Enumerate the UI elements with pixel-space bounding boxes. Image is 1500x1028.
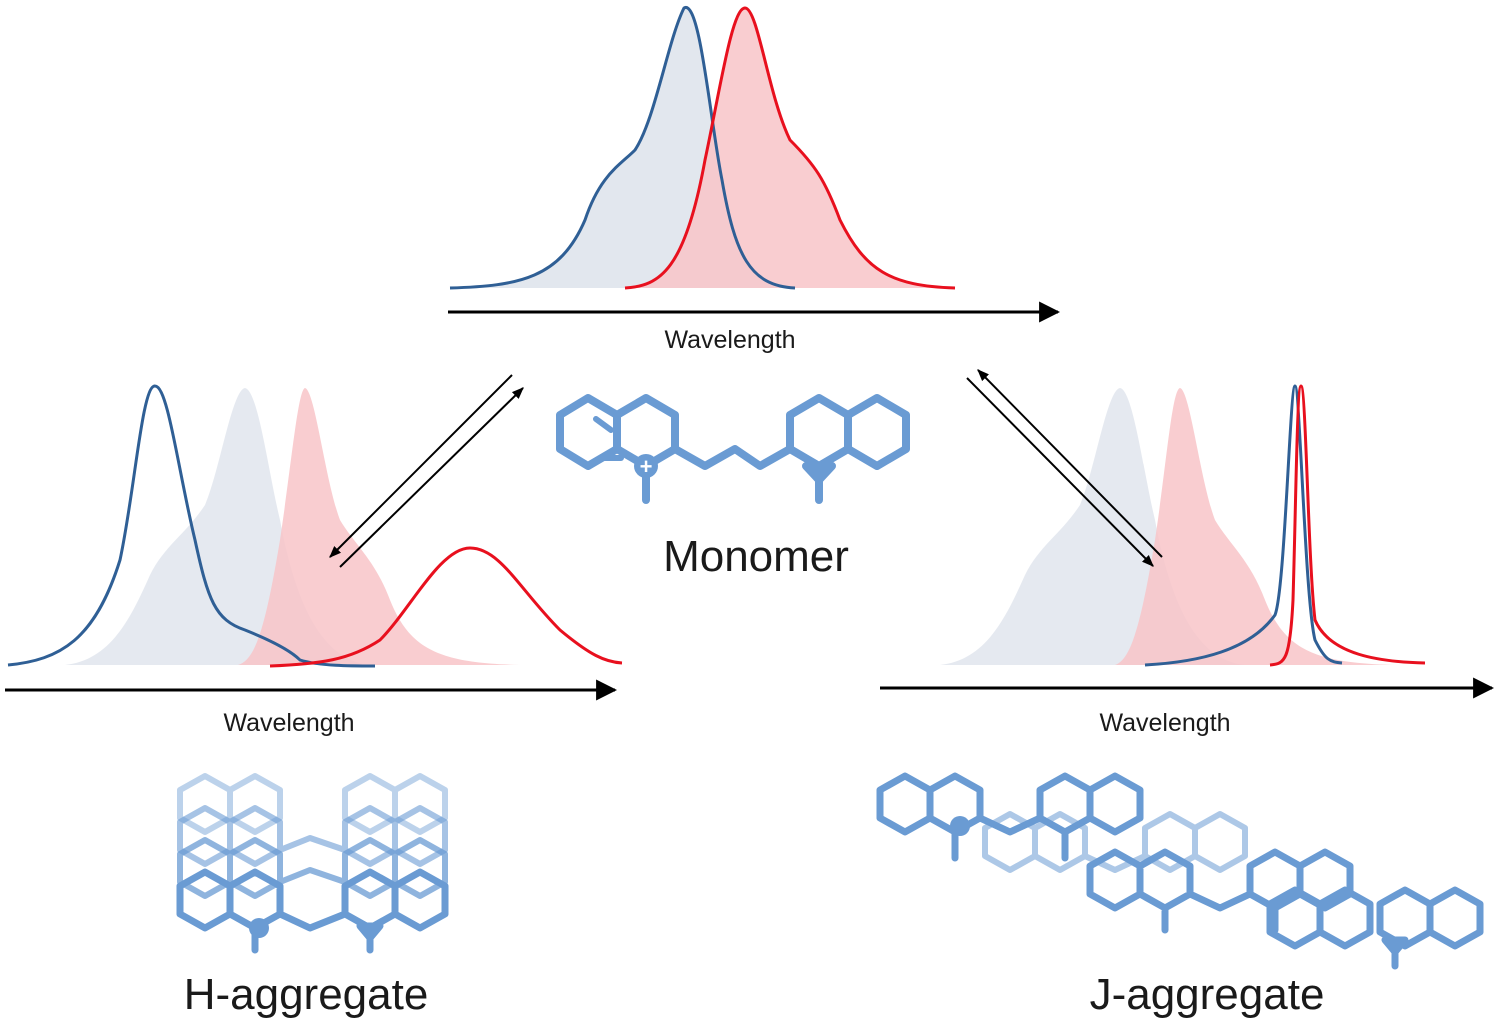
j-aggregate-spectra — [880, 384, 1495, 699]
arrow-from-h-aggregate — [339, 387, 524, 568]
arrow-to-h-aggregate — [329, 374, 513, 558]
h-aggregate-label: H-aggregate — [183, 970, 429, 1019]
arrow-from-j-aggregate — [977, 369, 1163, 558]
monomer-axis-label: Wavelength — [664, 326, 796, 354]
monomer-label: Monomer — [663, 532, 849, 581]
charge-symbol: + — [640, 454, 653, 479]
j-monomer-emission-ghost — [1115, 388, 1395, 665]
j-molecule-3 — [1086, 848, 1354, 934]
j-molecule-1 — [876, 772, 1144, 862]
ring-c — [786, 394, 852, 470]
h-aggregate-spectra — [5, 384, 623, 701]
h-aggregate-axis-label: Wavelength — [223, 709, 355, 737]
monomer-molecule — [556, 394, 910, 504]
h-monomer-emission-ghost — [238, 388, 520, 665]
h-aggregate-molecule-stack — [176, 773, 449, 954]
h-aggregate-absorption-curve — [7, 384, 376, 668]
j-aggregate-axis-label: Wavelength — [1099, 709, 1231, 737]
j-aggregate-absorption-curve — [1144, 384, 1343, 667]
j-aggregate-label: J-aggregate — [1089, 970, 1325, 1019]
ring-b-inner — [593, 416, 624, 461]
charge-circle — [634, 454, 658, 478]
monomer-spectra — [448, 6, 1061, 323]
methine-bridge — [671, 445, 794, 470]
monomer-emission-curve — [624, 6, 956, 290]
j-aggregate-molecule-stack — [876, 772, 1484, 970]
arrow-to-j-aggregate — [966, 377, 1154, 567]
ring-d — [844, 394, 910, 470]
j-molecule-2 — [982, 811, 1248, 873]
equilibrium-arrows-right — [966, 369, 1163, 567]
monomer-emission-fill — [625, 8, 955, 288]
monomer-absorption-curve — [449, 6, 796, 290]
h-layer-2 — [177, 805, 448, 867]
h-aggregate-emission-curve — [269, 546, 623, 668]
j-molecule-4 — [1266, 886, 1484, 970]
j-aggregate-emission-curve — [1269, 384, 1426, 667]
h-layer-4 — [176, 868, 449, 954]
h-layer-1 — [177, 773, 448, 835]
h-layer-3 — [177, 837, 448, 899]
equilibrium-arrows-left — [329, 374, 524, 568]
n-lone-right — [802, 462, 836, 484]
